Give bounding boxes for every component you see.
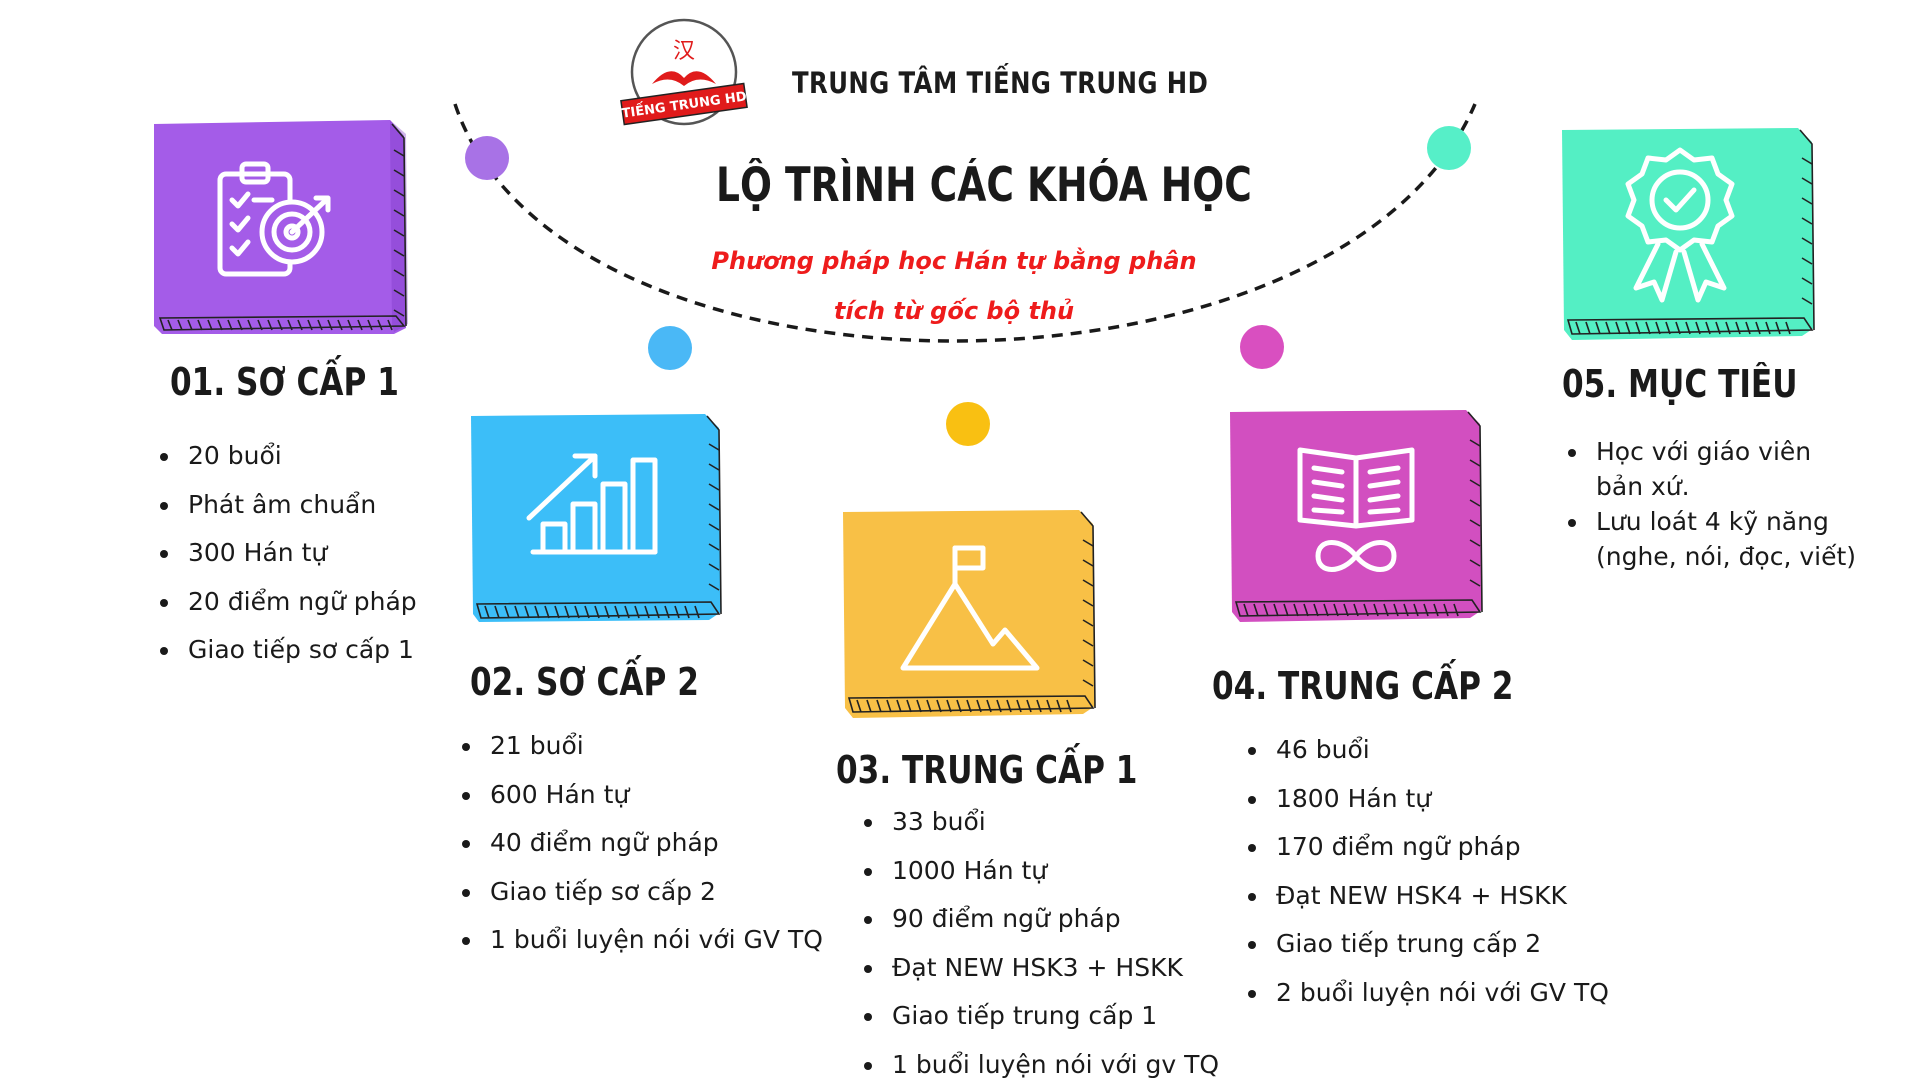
dot-yellow (946, 402, 990, 446)
course-4-heading: 04. TRUNG CẤP 2 (1212, 664, 1513, 708)
list-item: 20 điểm ngữ pháp (160, 578, 417, 627)
brand-name: TRUNG TÂM TIẾNG TRUNG HD (792, 66, 1208, 100)
list-item: 1 buổi luyện nói với GV TQ (462, 916, 823, 965)
list-item: 1000 Hán tự (864, 847, 1219, 896)
course-4-list: 46 buổi 1800 Hán tự 170 điểm ngữ pháp Đạ… (1248, 726, 1609, 1017)
goal-card (1562, 128, 1816, 346)
list-item: 46 buổi (1248, 726, 1609, 775)
list-item: Giao tiếp sơ cấp 2 (462, 868, 823, 917)
subtitle-line-1: Phương pháp học Hán tự bằng phân (704, 236, 1204, 286)
list-item: Lưu loát 4 kỹ năng (nghe, nói, đọc, viết… (1568, 504, 1858, 574)
page-subtitle: Phương pháp học Hán tự bằng phân tích từ… (704, 236, 1204, 336)
list-item: 33 buổi (864, 798, 1219, 847)
list-item: 1 buổi luyện nói với gv TQ (864, 1041, 1219, 1089)
subtitle-line-2: tích từ gốc bộ thủ (704, 286, 1204, 336)
course-1-heading: 01. SƠ CẤP 1 (170, 360, 399, 404)
list-item: Giao tiếp trung cấp 2 (1248, 920, 1609, 969)
dot-magenta (1240, 325, 1284, 369)
list-item: 2 buổi luyện nói với GV TQ (1248, 969, 1609, 1018)
logo-char: 汉 (673, 39, 695, 64)
goal-list: Học với giáo viên bản xứ. Lưu loát 4 kỹ … (1568, 434, 1858, 574)
dot-purple (465, 136, 509, 180)
list-item: Học với giáo viên bản xứ. (1568, 434, 1858, 504)
list-item: Giao tiếp sơ cấp 1 (160, 626, 417, 675)
list-item: Đạt NEW HSK3 + HSKK (864, 944, 1219, 993)
list-item: 40 điểm ngữ pháp (462, 819, 823, 868)
course-3-heading: 03. TRUNG CẤP 1 (836, 748, 1137, 792)
course-1-card (154, 120, 408, 340)
list-item: 170 điểm ngữ pháp (1248, 823, 1609, 872)
dot-blue (648, 326, 692, 370)
list-item: Giao tiếp trung cấp 1 (864, 992, 1219, 1041)
list-item: 20 buổi (160, 432, 417, 481)
dot-mint (1427, 126, 1471, 170)
list-item: 1800 Hán tự (1248, 775, 1609, 824)
course-4-card (1230, 410, 1484, 628)
course-2-card (471, 414, 725, 628)
list-item: Đạt NEW HSK4 + HSKK (1248, 872, 1609, 921)
course-2-list: 21 buổi 600 Hán tự 40 điểm ngữ pháp Giao… (462, 722, 823, 965)
list-item: 21 buổi (462, 722, 823, 771)
page-title: LỘ TRÌNH CÁC KHÓA HỌC (716, 158, 1252, 213)
course-3-list: 33 buổi 1000 Hán tự 90 điểm ngữ pháp Đạt… (864, 798, 1219, 1089)
course-2-heading: 02. SƠ CẤP 2 (470, 660, 699, 704)
list-item: Phát âm chuẩn (160, 481, 417, 530)
goal-heading: 05. MỤC TIÊU (1562, 362, 1798, 406)
course-1-list: 20 buổi Phát âm chuẩn 300 Hán tự 20 điểm… (160, 432, 417, 675)
course-3-card (843, 510, 1097, 724)
list-item: 90 điểm ngữ pháp (864, 895, 1219, 944)
logo: 汉 TIẾNG TRUNG HD (612, 12, 762, 128)
list-item: 300 Hán tự (160, 529, 417, 578)
list-item: 600 Hán tự (462, 771, 823, 820)
